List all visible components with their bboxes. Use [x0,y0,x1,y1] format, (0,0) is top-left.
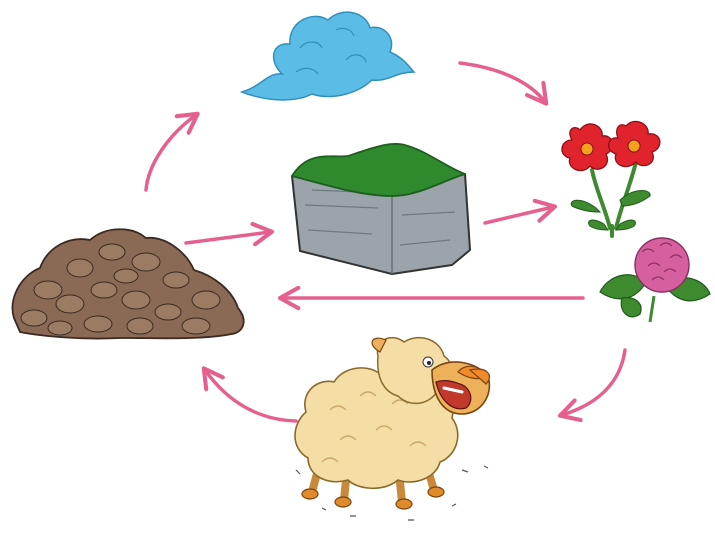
flower-icon [562,121,660,236]
arrow-sheep-to-soil [205,370,296,421]
arrow-turf-to-flowers [485,207,553,223]
turf-block-icon [292,144,470,274]
arrow-clover-to-sheep [562,350,625,415]
arrow-cloud-to-flowers [460,63,545,102]
arrow-soil-to-turf [186,232,270,243]
clover-flower-icon [600,238,710,322]
soil-pile-icon [12,229,243,338]
sheep-icon [295,338,489,520]
cloud-icon [242,12,414,100]
arrow-soil-to-cloud [146,115,196,190]
